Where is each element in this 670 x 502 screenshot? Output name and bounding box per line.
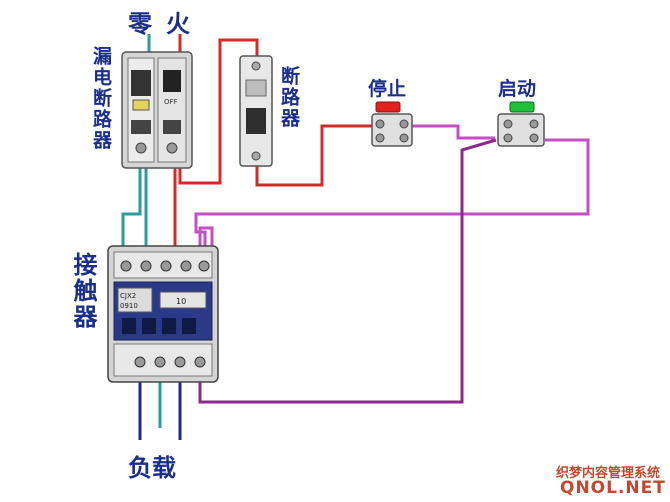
stop-label: 停止 [368, 78, 407, 100]
breaker-label: 断路器 [278, 66, 300, 129]
live-label: 火 [166, 10, 190, 38]
watermark-line2: QNOL.NET [560, 478, 666, 498]
rcd-switch-text: OFF [164, 98, 178, 106]
start-button-icon [497, 101, 545, 147]
contactor-icon: CJX2 0910 10 [107, 245, 219, 383]
rcd-breaker-label: 漏电断路器 [90, 46, 112, 151]
rcd-breaker-icon: OFF [121, 51, 193, 169]
wire-neutral [121, 34, 151, 248]
contactor-label: 接触器 [69, 252, 97, 330]
watermark-line1: 织梦内容管理系统 [556, 466, 661, 481]
load-label: 负载 [128, 454, 176, 482]
start-label: 启动 [498, 78, 537, 100]
contactor-model-line1: CJX2 [120, 292, 136, 300]
mini-breaker-icon [239, 55, 273, 167]
contactor-model-line2: 0910 [120, 302, 138, 310]
stop-button-icon [371, 101, 413, 147]
neutral-label: 零 [128, 10, 152, 38]
wire-control [194, 124, 590, 248]
wire-aux [198, 138, 497, 404]
wire-load [138, 380, 182, 440]
wire-live [173, 34, 374, 248]
contactor-rating: 10 [176, 297, 186, 306]
